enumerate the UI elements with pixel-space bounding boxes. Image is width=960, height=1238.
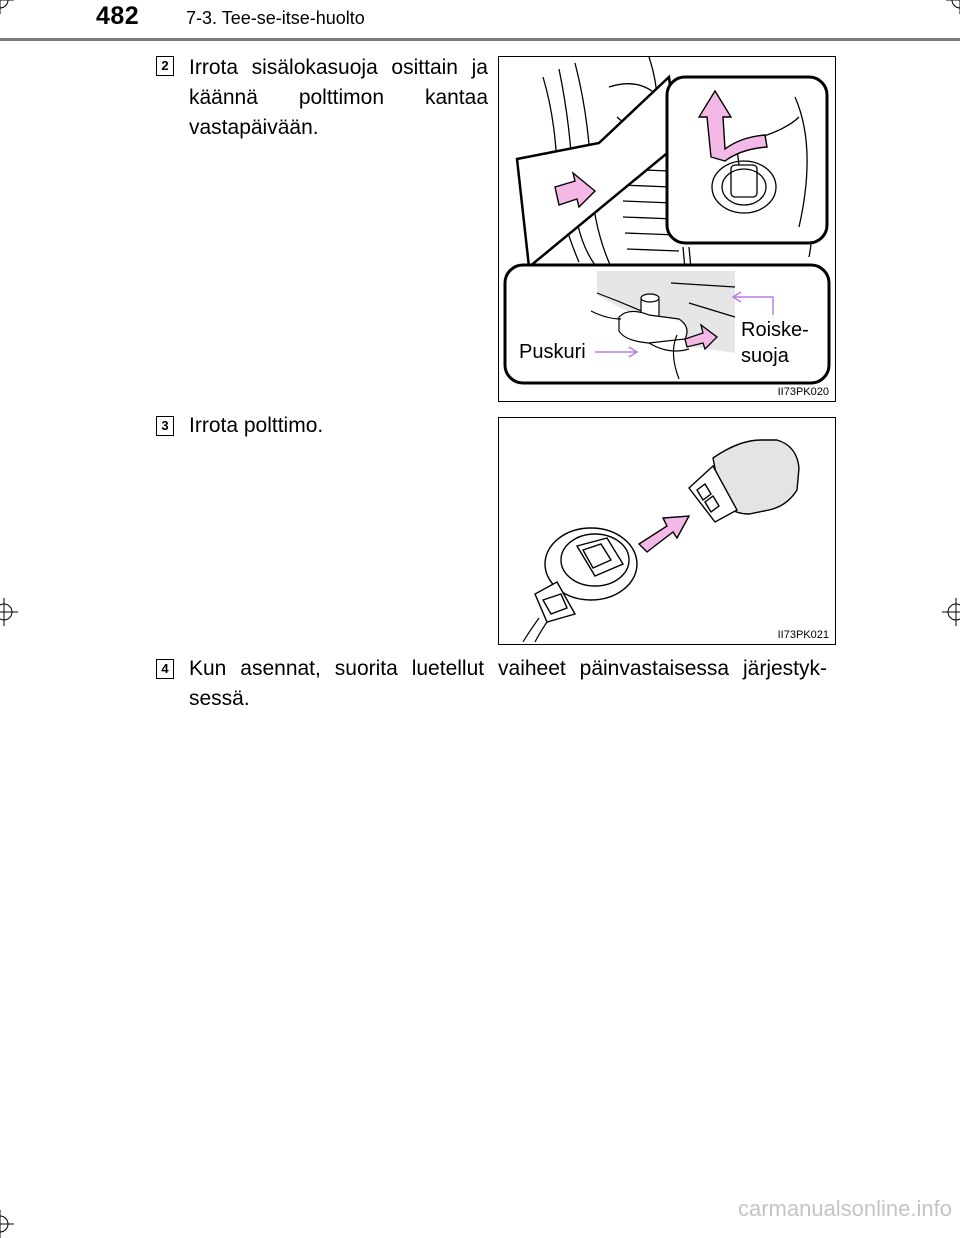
watermark: carmanualsonline.info [737,1196,952,1221]
section-title: 7-3. Tee-se-itse-huolto [186,8,365,28]
step-number-badge: 4 [156,659,174,679]
bulb-illustration [522,439,800,643]
figure-code: II73PK020 [777,386,829,398]
label-splash-guard-line1: Roiske- [741,319,809,341]
step-number-badge: 3 [156,416,174,436]
bulb-socket-illustration [503,57,831,385]
crop-mark-icon [0,0,14,14]
crop-mark-icon [942,598,960,626]
crop-mark-icon [946,0,960,14]
step-number-badge: 2 [156,56,174,76]
step-instruction: Kun asennat, suorita luetellut vaiheet p… [189,657,827,710]
figure-bulb-removal: II73PK021 [498,417,836,645]
label-splash-guard-line2: suoja [741,345,789,367]
crop-mark-icon [0,598,18,626]
step-instruction: Irrota sisälokasuoja osittain ja käännä … [189,56,488,139]
header-rule [0,38,960,41]
figure-code: II73PK021 [777,629,829,641]
figure-bulb-socket-removal: Puskuri Roiske- suoja II73PK020 [498,56,836,402]
label-bumper: Puskuri [519,341,586,363]
page-number: 482 [96,2,140,30]
crop-mark-icon [0,1210,14,1238]
step-instruction: Irrota polttimo. [189,414,324,437]
